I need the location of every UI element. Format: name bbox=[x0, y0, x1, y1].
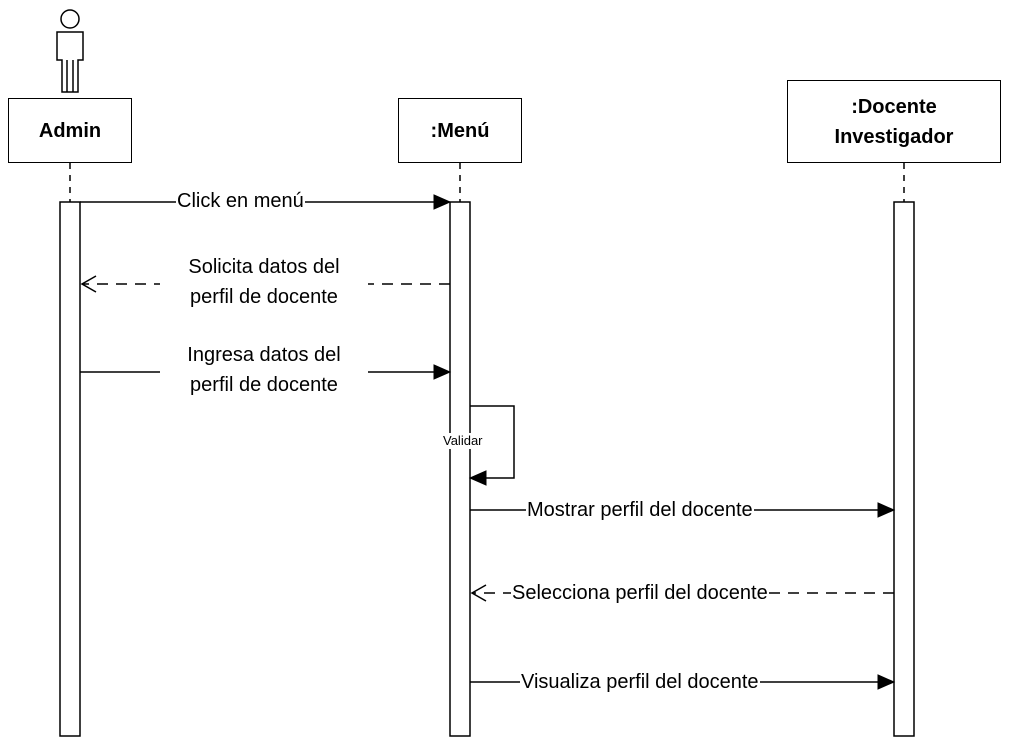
open-arrowhead-icon bbox=[80, 275, 97, 293]
message-label-selecciona: Selecciona perfil del docente bbox=[511, 578, 769, 608]
lifeline-menu-label: :Menú bbox=[430, 119, 490, 142]
message-label-solicita: Solicita datos del perfil de docente bbox=[160, 252, 368, 312]
filled-arrowhead-icon bbox=[433, 364, 452, 380]
message-label-solicita-line1: Solicita datos del bbox=[188, 256, 340, 278]
admin-activation-bar bbox=[59, 201, 81, 737]
actor-icon bbox=[56, 9, 84, 93]
message-label-ingresa-line2: perfil de docente bbox=[190, 374, 338, 396]
lifeline-admin-label: Admin bbox=[38, 119, 102, 142]
message-label-click: Click en menú bbox=[176, 186, 305, 216]
lifeline-docente-label-line1: :Docente bbox=[851, 95, 937, 118]
filled-arrowhead-icon bbox=[433, 194, 452, 210]
lifeline-docente-label-line2: Investigador bbox=[834, 125, 954, 148]
menu-activation-bar bbox=[449, 201, 471, 737]
lifeline-admin-box: Admin bbox=[8, 98, 132, 163]
filled-arrowhead-icon bbox=[877, 502, 896, 518]
message-label-ingresa-line1: Ingresa datos del bbox=[187, 344, 341, 366]
message-label-solicita-line2: perfil de docente bbox=[190, 286, 338, 308]
message-arrow-validar bbox=[470, 405, 515, 479]
message-label-visualiza: Visualiza perfil del docente bbox=[520, 667, 760, 697]
filled-arrowhead-icon bbox=[468, 470, 487, 486]
message-label-validar: Validar bbox=[443, 433, 483, 449]
message-label-mostrar: Mostrar perfil del docente bbox=[526, 495, 754, 525]
docente-activation-bar bbox=[893, 201, 915, 737]
lifeline-menu-box: :Menú bbox=[398, 98, 522, 163]
lifeline-docente-box: :Docente Investigador bbox=[787, 80, 1001, 163]
open-arrowhead-icon bbox=[470, 584, 487, 602]
message-label-ingresa: Ingresa datos del perfil de docente bbox=[160, 340, 368, 400]
filled-arrowhead-icon bbox=[877, 674, 896, 690]
